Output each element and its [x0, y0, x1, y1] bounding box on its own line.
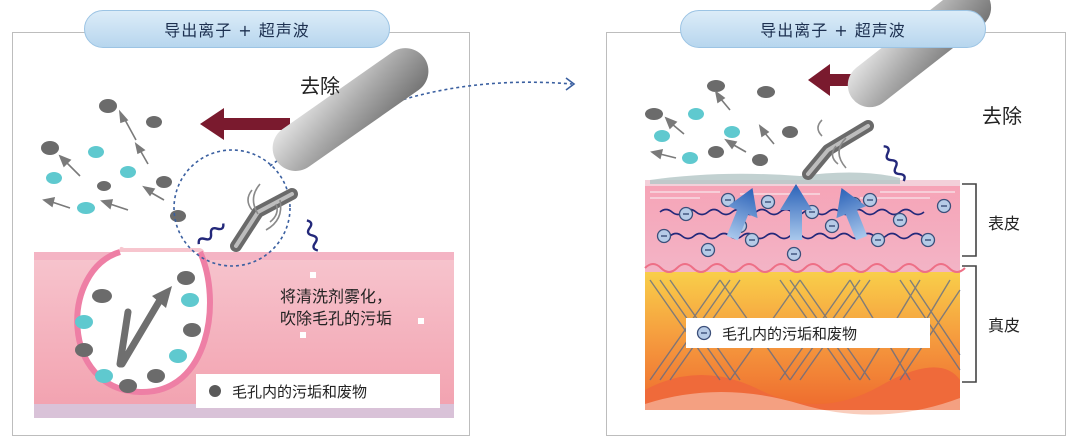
- left-remove-label: 去除: [300, 74, 340, 98]
- extraction-arrows: [726, 184, 868, 241]
- right-remove-label: 去除: [982, 104, 1022, 128]
- left-legend-box: [196, 374, 440, 408]
- left-description: 将清洗剂雾化， 吹除毛孔的污垢: [280, 286, 392, 330]
- left-skin-top-band: [204, 252, 454, 260]
- left-flying-dirt: [41, 99, 186, 222]
- pore-dirt: [75, 271, 201, 393]
- pore-flow-arrow: [116, 296, 164, 368]
- left-wave-1: [197, 223, 225, 245]
- epidermis-label: 表皮: [988, 214, 1021, 233]
- left-probe-neck: [230, 188, 298, 252]
- magnify-circle: [173, 149, 291, 267]
- dermis-bracket: [962, 265, 977, 383]
- left-probe-handle: [272, 48, 429, 171]
- left-wave-2: [306, 219, 319, 252]
- left-title: 导出离子 + 超声波: [164, 21, 310, 40]
- right-wave-1: [883, 145, 906, 182]
- basal-layer: [644, 263, 966, 273]
- right-remove-arrow: [808, 64, 880, 96]
- dermis-label: 真皮: [988, 316, 1021, 335]
- left-legend-label: 毛孔内的污垢和废物: [232, 383, 368, 401]
- left-description-line2: 吹除毛孔的污垢: [280, 309, 393, 328]
- left-title-pill: 导出离子 + 超声波: [84, 10, 390, 48]
- skin-surface-residue: [650, 172, 900, 184]
- epidermis-bracket: [962, 183, 977, 257]
- right-legend-label: 毛孔内的污垢和废物: [722, 325, 858, 343]
- left-motion-arrows: [42, 109, 165, 211]
- left-remove-arrow: [200, 108, 290, 140]
- right-motion-arrows: [650, 90, 775, 160]
- right-flying-dirt: [645, 80, 798, 166]
- right-title: 导出离子 + 超声波: [760, 21, 906, 40]
- right-title-pill: 导出离子 + 超声波: [680, 10, 986, 48]
- left-description-line1: 将清洗剂雾化，: [280, 287, 393, 306]
- right-legend-box: [686, 318, 930, 348]
- left-legend-dot: [209, 385, 221, 397]
